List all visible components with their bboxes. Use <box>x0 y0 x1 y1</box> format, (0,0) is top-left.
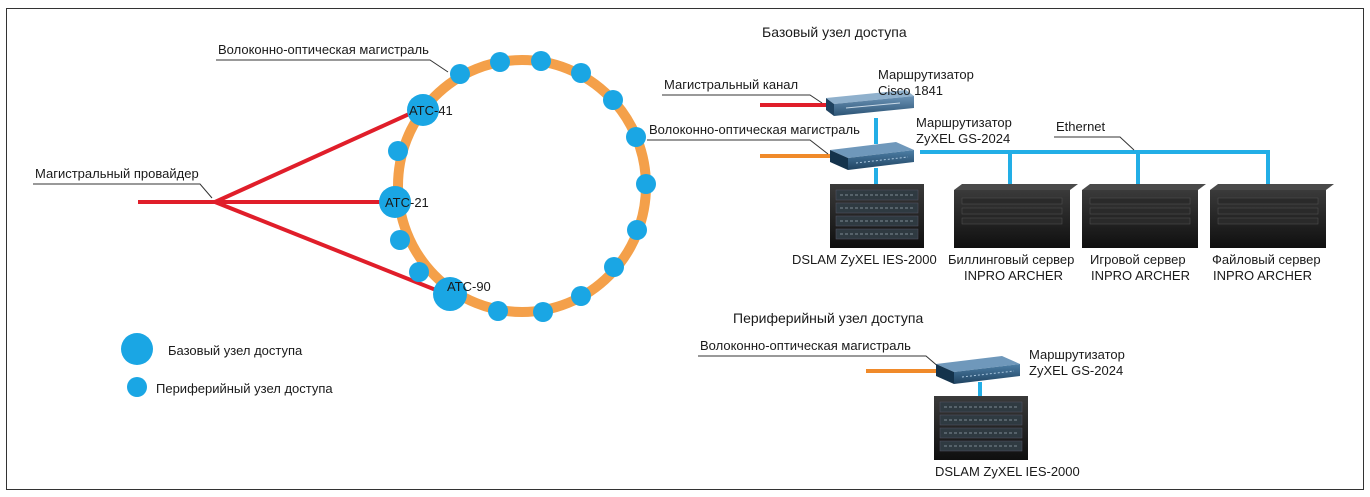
peripheral-node <box>636 174 656 194</box>
peripheral-node <box>488 301 508 321</box>
legend: Базовый узел доступа Периферийный узел д… <box>121 333 333 397</box>
base-fiber-label: Волоконно-оптическая магистраль <box>649 122 860 137</box>
provider-line-atc90 <box>214 200 447 296</box>
atc21-label: АТС-21 <box>385 195 429 210</box>
legend-peripheral-marker <box>127 377 147 397</box>
base-node-atc21 <box>379 186 411 218</box>
peripheral-fiber-leader-line <box>698 355 941 369</box>
server-icon <box>954 184 1078 248</box>
billing-server-line1: Биллинговый сервер <box>948 252 1074 267</box>
peripheral-node <box>603 90 623 110</box>
switch-icon <box>936 356 1020 384</box>
dslam-icon <box>934 396 1028 460</box>
ethernet-label: Ethernet <box>1056 119 1106 134</box>
ring-labels: Волоконно-оптическая магистраль Магистра… <box>33 42 449 199</box>
peripheral-node <box>571 63 591 83</box>
billing-server-line2: INPRO ARCHER <box>964 268 1063 283</box>
file-server-line1: Файловый сервер <box>1212 252 1321 267</box>
trunk-leader-line <box>662 94 823 104</box>
peripheral-nodes <box>388 51 656 322</box>
peripheral-node <box>409 262 429 282</box>
backbone-leader-line <box>216 59 449 73</box>
router-icon <box>826 90 914 116</box>
base-node-atc90 <box>433 277 467 311</box>
trunk-channel-label: Магистральный канал <box>664 77 798 92</box>
diagram-frame <box>6 8 1364 490</box>
base-node-title: Базовый узел доступа <box>762 24 907 40</box>
zyxel-router-line2: ZyXEL GS-2024 <box>916 131 1010 146</box>
provider-lines <box>138 108 447 296</box>
file-server-line2: INPRO ARCHER <box>1213 268 1312 283</box>
dslam-icon <box>830 184 924 248</box>
provider-leader-line <box>33 183 213 199</box>
legend-base-label: Базовый узел доступа <box>168 343 303 358</box>
cisco-router-line1: Маршрутизатор <box>878 67 974 82</box>
backbone-label: Волоконно-оптическая магистраль <box>218 42 429 57</box>
peripheral-router-line2: ZyXEL GS-2024 <box>1029 363 1123 378</box>
legend-peripheral-label: Периферийный узел доступа <box>156 381 333 396</box>
peripheral-node <box>533 302 553 322</box>
base-node-atc41 <box>407 94 439 126</box>
peripheral-node-title: Периферийный узел доступа <box>733 310 923 326</box>
peripheral-node <box>390 230 410 250</box>
peripheral-node <box>450 64 470 84</box>
peripheral-dslam-label: DSLAM ZyXEL IES-2000 <box>935 464 1080 479</box>
provider-line-atc41 <box>214 108 419 204</box>
ethernet-bus: Ethernet <box>874 118 1270 190</box>
cisco-router-line2: Cisco 1841 <box>878 83 943 98</box>
atc90-label: АТС-90 <box>447 279 491 294</box>
ethernet-leader-line <box>1054 136 1135 151</box>
dslam-label: DSLAM ZyXEL IES-2000 <box>792 252 937 267</box>
base-fiber-leader-line <box>647 139 829 155</box>
peripheral-node <box>604 257 624 277</box>
peripheral-fiber-label: Волоконно-оптическая магистраль <box>700 338 911 353</box>
zyxel-router-line1: Маршрутизатор <box>916 115 1012 130</box>
legend-base-marker <box>121 333 153 365</box>
server-icon <box>1082 184 1206 248</box>
peripheral-node <box>388 141 408 161</box>
peripheral-node <box>571 286 591 306</box>
atc41-label: АТС-41 <box>409 103 453 118</box>
peripheral-node <box>626 127 646 147</box>
base-access-node: Базовый узел доступа Магистральный канал… <box>647 24 1334 283</box>
peripheral-router-line1: Маршрутизатор <box>1029 347 1125 362</box>
provider-label: Магистральный провайдер <box>35 166 199 181</box>
server-icon <box>1210 184 1334 248</box>
game-server-line2: INPRO ARCHER <box>1091 268 1190 283</box>
game-server-line1: Игровой сервер <box>1090 252 1186 267</box>
base-nodes: АТС-41 АТС-21 АТС-90 <box>379 94 491 311</box>
peripheral-node <box>490 52 510 72</box>
peripheral-node <box>627 220 647 240</box>
peripheral-node <box>531 51 551 71</box>
switch-icon <box>830 142 914 170</box>
peripheral-access-node: Периферийный узел доступа Волоконно-опти… <box>698 310 1125 479</box>
